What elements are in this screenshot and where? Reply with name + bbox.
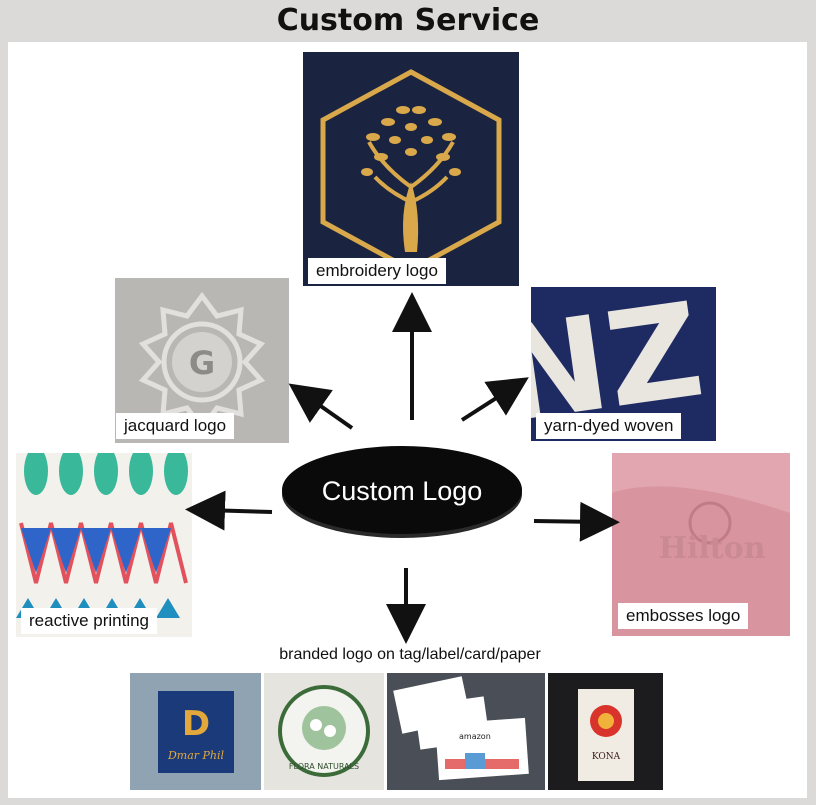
jacquard-letter: G [189, 344, 215, 382]
tag2-brand: FLORA NATURALS [289, 762, 359, 771]
page-title: Custom Service [276, 3, 540, 38]
tag-photo-dmar: D Dmar Phil [130, 673, 261, 790]
tag1-monogram: D [182, 704, 210, 744]
jacquard-caption: jacquard logo [116, 413, 235, 439]
yarn-dyed-caption: yarn-dyed woven [536, 413, 682, 439]
arrow-right [533, 501, 620, 542]
embroidery-caption: embroidery logo [308, 258, 446, 284]
tag1-brand: Dmar Phil [167, 749, 225, 762]
arrow-left [185, 490, 273, 531]
arrow-up-right [460, 377, 529, 422]
tag4-brand: KONA [592, 752, 621, 762]
reactive-printing-photo [16, 453, 192, 637]
tag-photo-kona: KONA [548, 673, 663, 790]
custom-logo-label: Custom Logo [321, 476, 483, 506]
tag-photo-flora: FLORA NATURALS [264, 673, 384, 790]
reactive-caption: reactive printing [21, 608, 158, 634]
embossed-caption: embosses logo [618, 603, 749, 629]
arrow-up-left [288, 383, 354, 430]
embossed-brand: Hilton [659, 531, 766, 566]
custom-logo-ellipse [282, 446, 522, 538]
tag3-brand: amazon [459, 732, 491, 741]
tag-photo-amazon: amazon [387, 673, 545, 790]
branded-caption: branded logo on tag/label/card/paper [279, 646, 541, 663]
embroidery-logo-photo [303, 52, 519, 286]
